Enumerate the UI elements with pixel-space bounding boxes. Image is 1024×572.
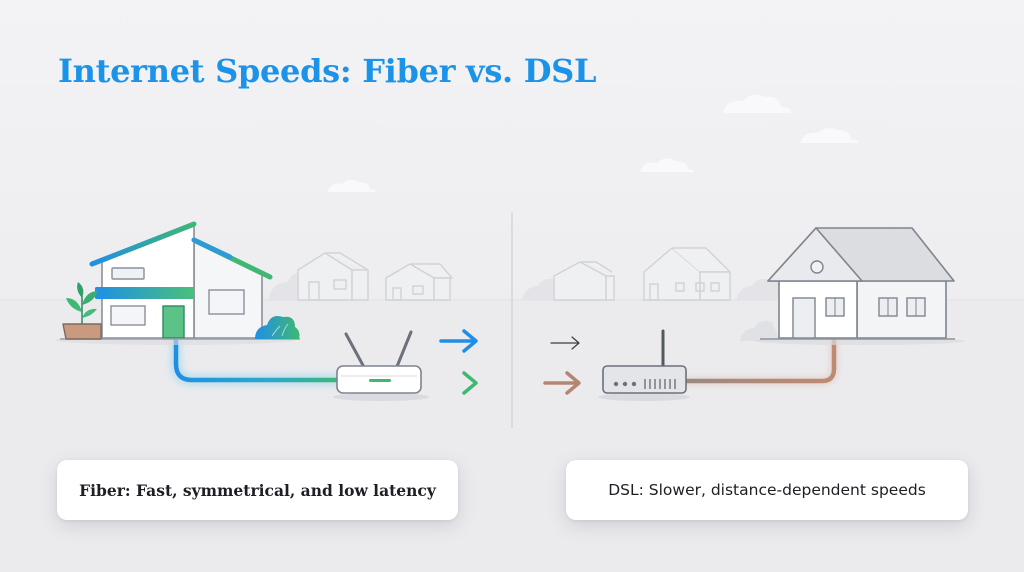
dsl-house — [740, 227, 965, 345]
dsl-modem — [598, 329, 690, 401]
fiber-cable — [171, 330, 350, 385]
dsl-download-arrow — [543, 371, 581, 395]
dsl-caption: DSL: Slower, distance-dependent speeds — [608, 481, 926, 499]
dsl-caption-card: DSL: Slower, distance-dependent speeds — [566, 460, 968, 520]
dsl-copper-line — [681, 332, 839, 386]
fiber-caption-card: Fiber: Fast, symmetrical, and low latenc… — [57, 460, 458, 520]
fiber-bush — [255, 316, 300, 339]
fiber-router — [333, 330, 429, 401]
fiber-caption: Fiber: Fast, symmetrical, and low latenc… — [79, 480, 436, 500]
fiber-house-roof — [89, 221, 197, 267]
fiber-house — [55, 221, 300, 345]
background-houses — [297, 247, 731, 301]
page-title: Internet Speeds: Fiber vs. DSL — [58, 52, 597, 90]
dsl-upload-arrow — [550, 336, 580, 350]
fiber-house-band — [95, 287, 194, 299]
fiber-download-arrow — [439, 371, 478, 395]
clouds — [327, 94, 859, 192]
plant-icon — [62, 282, 102, 340]
fiber-upload-arrow — [439, 329, 478, 353]
